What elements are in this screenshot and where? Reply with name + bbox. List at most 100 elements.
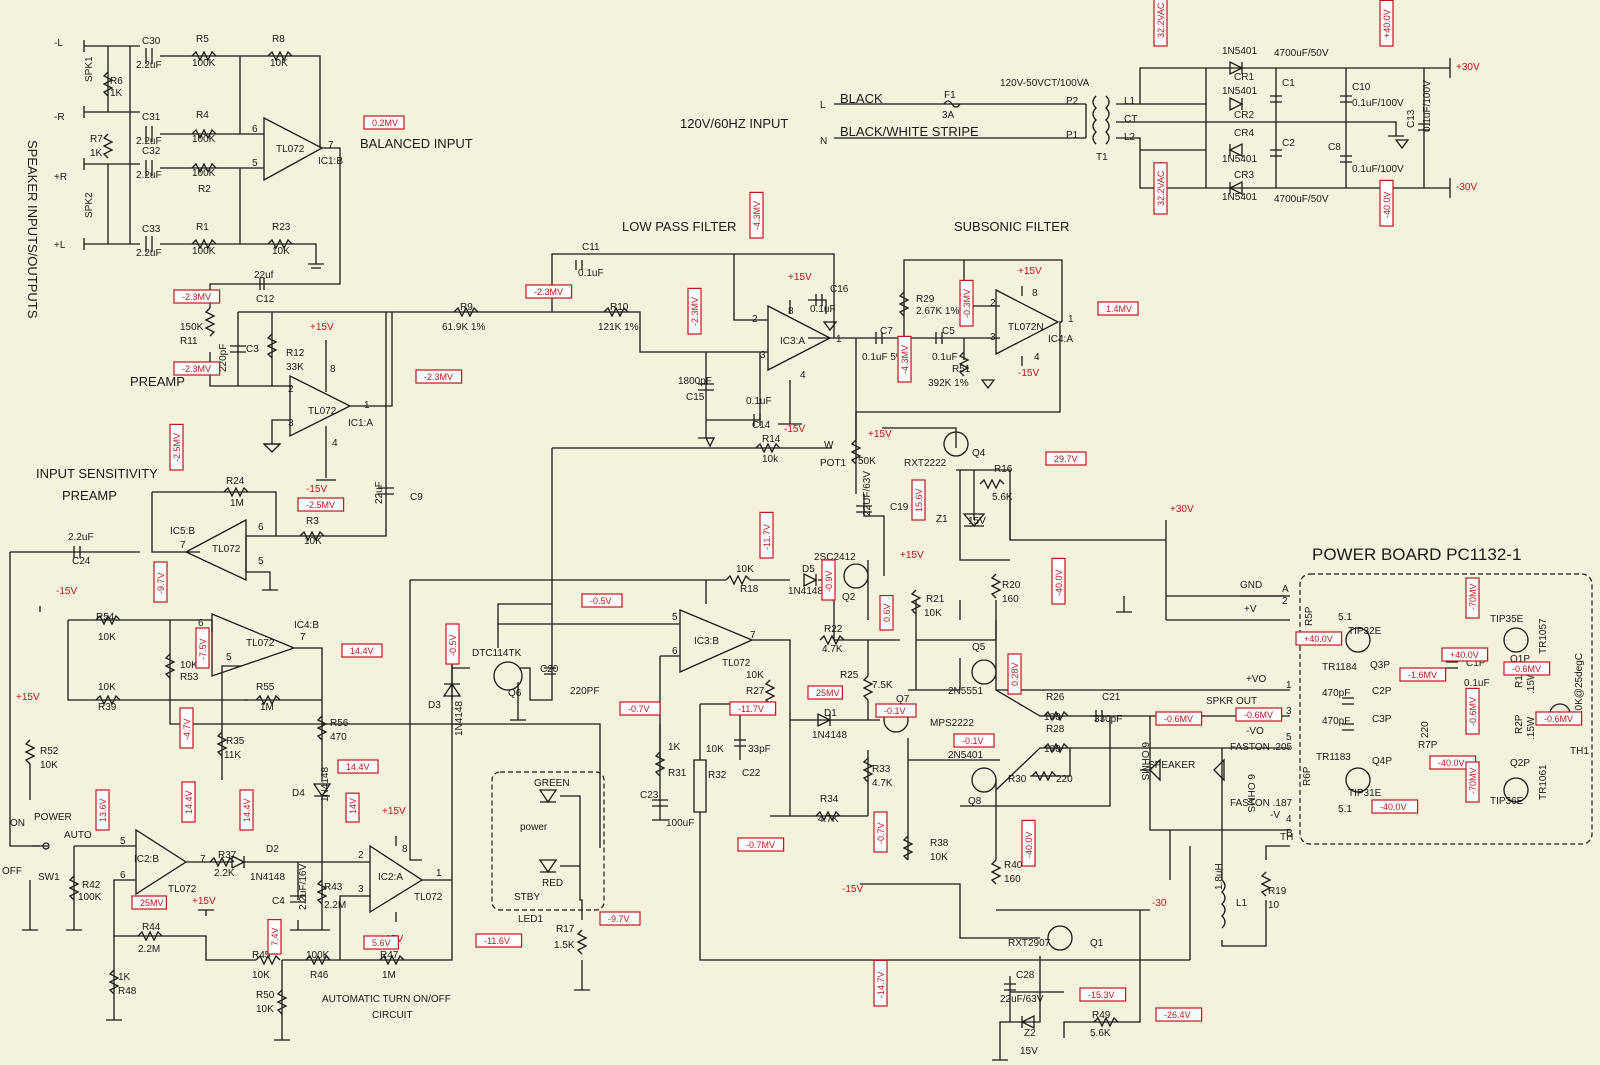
voltage-tag: -15.3V: [1079, 987, 1127, 1002]
component-label: C4: [272, 896, 285, 907]
voltage-tag-frame: [1153, 0, 1168, 47]
component-label: 5.1: [1338, 804, 1352, 815]
component-label: TL072: [212, 544, 241, 555]
component-label: R25: [840, 670, 859, 681]
component-label: C14: [752, 420, 771, 431]
component-label: Q3P: [1370, 660, 1390, 671]
component-label: 6 OHMS: [1245, 774, 1256, 813]
voltage-tag: 7.4V: [267, 918, 282, 955]
resistor-r1: [191, 238, 217, 250]
voltage-tag: -40.0V: [1051, 557, 1066, 605]
resistor-r34: [815, 810, 841, 822]
component-label: R2: [198, 184, 211, 195]
resistor-r23: [267, 238, 293, 250]
component-label: 1: [1286, 680, 1292, 691]
component-label: DTC114TK: [472, 648, 522, 659]
resistor-r51: [958, 351, 970, 377]
transistor-q8: [971, 767, 997, 793]
component-label: 0.1uF: [1464, 678, 1490, 689]
component-label: FASTON .205: [1230, 742, 1293, 753]
component-label: Q4P: [1372, 756, 1392, 767]
component-label: R17: [556, 924, 575, 935]
component-label: A: [1282, 584, 1289, 595]
component-label: 2: [990, 298, 996, 309]
component-label: C16: [830, 284, 849, 295]
component-label: C15: [686, 392, 705, 403]
power-switch: [42, 842, 50, 850]
led-group-box: [491, 771, 605, 911]
component-label: 1N4148: [788, 586, 823, 597]
resistor-r4: [191, 128, 217, 140]
capacitor-c3: [230, 345, 246, 353]
component-label: 0.1uF/100V: [1352, 98, 1404, 109]
component-label: R45: [252, 950, 271, 961]
resistor-r17: [576, 929, 588, 955]
voltage-tag-text: -7.5V: [198, 638, 208, 660]
component-label: 5.6K: [992, 492, 1013, 503]
component-label: 1: [364, 400, 370, 411]
wiring: [9, 40, 1451, 1061]
component-label: OFF: [2, 866, 22, 877]
component-label: SPKR OUT: [1206, 696, 1257, 707]
component-label: 100K: [78, 892, 102, 903]
voltage-tag: -0.1V: [875, 703, 917, 718]
capacitor-c11: [575, 260, 583, 270]
voltage-tag: -0.9V: [821, 559, 836, 601]
component-label: 10K: [930, 852, 948, 863]
voltage-tag-frame: [1051, 557, 1066, 605]
inductor-l1: [1221, 879, 1226, 929]
supply-rail-label: +15V: [868, 429, 892, 440]
component-label: 121K 1%: [598, 322, 639, 333]
voltage-tag: -2.3MV: [525, 284, 573, 299]
component-label: R21: [926, 594, 945, 605]
component-label: 10K: [252, 970, 270, 981]
component-label: .15W: [1526, 716, 1537, 740]
resistor-r37: [209, 856, 235, 868]
component-label: 0.1uF: [578, 268, 604, 279]
voltage-tag: -2.3MV: [173, 361, 221, 376]
voltage-tag-text: -0.5V: [590, 596, 612, 606]
led-red: [538, 859, 558, 874]
component-label: CR1: [1234, 72, 1254, 83]
voltage-tag-text: -40.0V: [1438, 758, 1465, 768]
voltage-tag: -4.7V: [179, 707, 194, 749]
component-label: 15V: [968, 516, 986, 527]
voltage-tag-text: -0.6MV: [1468, 697, 1478, 726]
component-label: R32: [708, 770, 727, 781]
component-label: Q5: [972, 642, 986, 653]
voltage-tag: 14V: [345, 792, 360, 823]
component-label: +R: [54, 172, 67, 183]
voltage-tag: -9.7V: [599, 911, 641, 926]
component-label: 2SC2412: [814, 552, 856, 563]
component-label: SPK2: [84, 192, 95, 218]
component-label: 4: [332, 438, 338, 449]
section-title: BALANCED INPUT: [360, 136, 473, 151]
voltage-tag-text: 25MV: [140, 898, 164, 908]
component-label: 6: [672, 646, 678, 657]
voltage-tag: -1.6MV: [1399, 667, 1447, 682]
component-label: Z2: [1024, 1028, 1036, 1039]
section-title: POWER BOARD PC1132-1: [1312, 545, 1521, 564]
speaker-symbol-right: [1213, 758, 1225, 782]
voltage-tag-frame: [1465, 687, 1480, 735]
voltage-tag: +40.0V: [1379, 0, 1394, 47]
voltage-tag-frame: [445, 623, 460, 665]
component-label: P1: [1066, 130, 1079, 141]
component-label: C11: [582, 242, 600, 253]
component-label: 1K: [90, 148, 103, 159]
resistor-r52: [24, 739, 36, 800]
voltage-tag-text: -2.3MV: [182, 292, 211, 302]
component-label: 50K: [858, 456, 876, 467]
component-label: R28: [1046, 724, 1065, 735]
component-label: 2.2uF: [136, 60, 162, 71]
voltage-tag-text: -0.6MV: [1244, 710, 1273, 720]
component-label: R38: [930, 838, 949, 849]
voltage-tags: 0.2MV-2.3MV-2.3MV-2.3MV-2.3MV-4.3MV-2.3M…: [95, 0, 1583, 1022]
component-label: 8: [330, 364, 336, 375]
resistor-r43: [316, 879, 328, 905]
component-label: 7.5K: [872, 680, 893, 691]
voltage-tag-text: -11.6V: [484, 936, 510, 946]
component-label: D5: [802, 564, 815, 575]
voltage-tag: -2.5MV: [169, 423, 184, 471]
voltage-tag-text: -0.1V: [962, 736, 984, 746]
